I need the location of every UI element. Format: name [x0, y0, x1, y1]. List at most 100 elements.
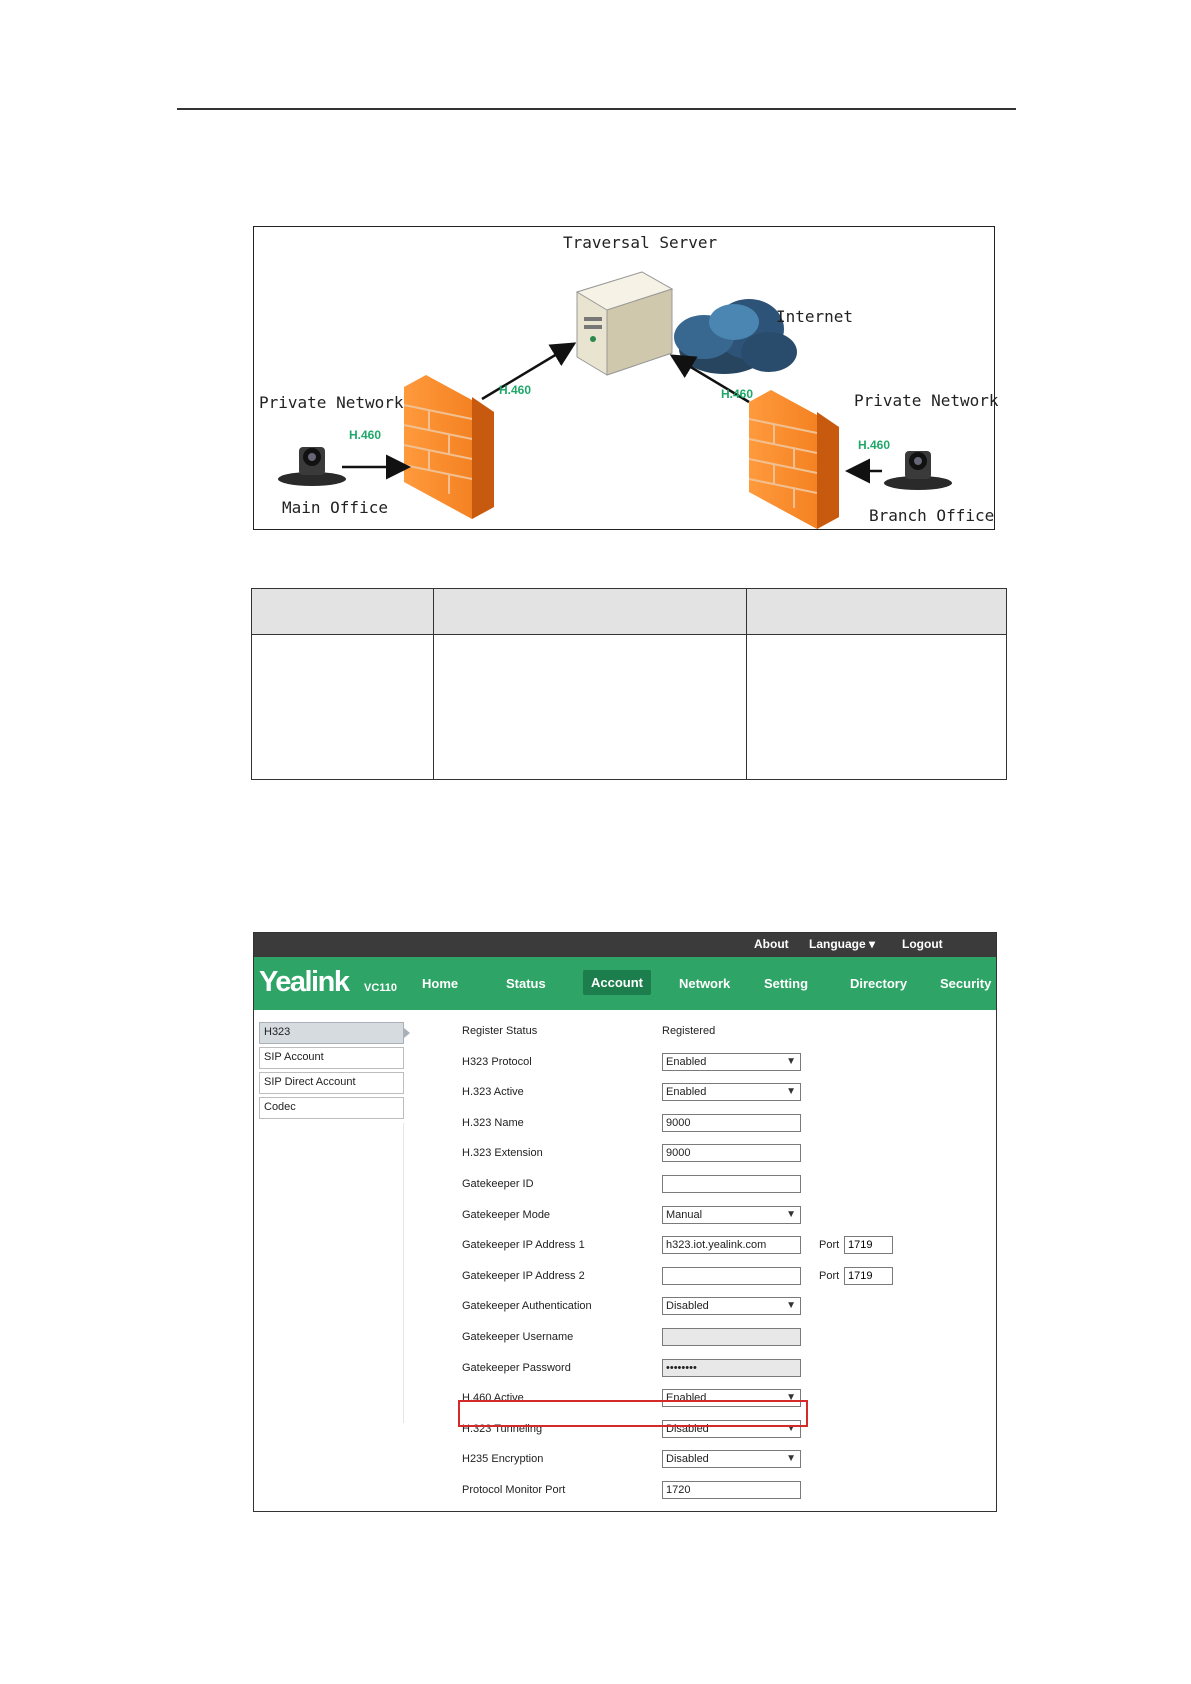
chevron-down-icon: ▼	[786, 1300, 796, 1312]
field-value: Enabled	[666, 1055, 707, 1068]
language-menu[interactable]: Language ▾	[809, 937, 876, 951]
settings-row: H.323 Name 9000	[254, 1113, 996, 1134]
field-label: H.323 Name	[462, 1116, 524, 1129]
chevron-down-icon: ▼	[786, 1086, 796, 1098]
table-column-divider	[433, 589, 434, 779]
logout-link[interactable]: Logout	[902, 937, 943, 951]
port-input[interactable]: 1719	[844, 1236, 893, 1255]
nav-network[interactable]: Network	[679, 976, 731, 991]
select-field[interactable]: Manual ▼	[662, 1205, 801, 1224]
field-label: Gatekeeper Password	[462, 1361, 571, 1374]
h460-network-diagram: Traversal Server Internet Private Networ…	[253, 226, 999, 530]
settings-row: Gatekeeper IP Address 1 h323.iot.yealink.…	[254, 1236, 996, 1256]
settings-row: H235 Encryption Disabled▼	[254, 1450, 996, 1470]
text-field[interactable]: h323.iot.yealink.com	[662, 1236, 801, 1255]
field-label: H235 Encryption	[462, 1453, 544, 1466]
chevron-down-icon: ▼	[786, 1208, 796, 1220]
text-field[interactable]: 9000	[662, 1113, 801, 1132]
chevron-down-icon: ▼	[786, 1422, 796, 1434]
port-label: Port	[819, 1269, 840, 1282]
header-rule	[177, 108, 1016, 110]
settings-row: Gatekeeper Password ••••••••	[254, 1358, 996, 1379]
protocol-label: H.460	[499, 383, 532, 397]
select-field[interactable]: Enabled ▼	[662, 1052, 801, 1071]
text-field: ••••••••	[662, 1358, 801, 1377]
main-nav: Yealink VC110 Home Status Account Networ…	[254, 957, 996, 1010]
firewall-right-icon	[748, 390, 839, 529]
field-value: Disabled	[666, 1453, 709, 1466]
nav-setting[interactable]: Setting	[764, 976, 809, 991]
text-field[interactable]	[662, 1175, 801, 1193]
settings-row: Gatekeeper Authentication Disabled ▼	[254, 1297, 996, 1317]
field-value: 9000	[666, 1116, 691, 1129]
select-field[interactable]: Enabled ▼	[662, 1083, 801, 1102]
field-value: 1720	[666, 1484, 691, 1496]
web-ui-screenshot: About Language ▾ Logout Yealink VC110 Ho…	[253, 932, 997, 1512]
settings-row: Gatekeeper ID	[254, 1175, 996, 1195]
settings-row: Register Status Registered	[254, 1022, 996, 1042]
nav-security[interactable]: Security	[940, 976, 992, 991]
h460-active-highlight	[458, 1400, 808, 1427]
sidebar-divider	[403, 1123, 404, 1423]
field-label: Protocol Monitor Port	[462, 1484, 566, 1496]
port-input[interactable]: 1719	[844, 1266, 893, 1285]
model-label: VC110	[364, 982, 398, 994]
field-label: Gatekeeper Username	[462, 1331, 574, 1343]
chevron-down-icon: ▼	[786, 1055, 796, 1067]
table-column-divider	[746, 589, 747, 779]
field-value: 9000	[666, 1147, 691, 1160]
camera-left-icon	[278, 447, 346, 486]
table-header-row	[252, 589, 1006, 635]
protocol-label: H.460	[858, 438, 891, 452]
main-office-label: Main Office	[282, 498, 388, 517]
field-label: Gatekeeper Authentication	[462, 1300, 592, 1313]
nav-home[interactable]: Home	[422, 976, 459, 991]
nav-directory[interactable]: Directory	[850, 976, 908, 991]
field-label: H.323 Active	[462, 1086, 524, 1099]
top-bar: About Language ▾ Logout	[254, 933, 996, 957]
text-field[interactable]: 9000	[662, 1144, 801, 1163]
sidebar-item-sip-account[interactable]: SIP Account	[259, 1047, 404, 1069]
internet-cloud-icon	[674, 299, 797, 374]
select-field[interactable]: Disabled▼	[662, 1450, 801, 1469]
private-network-left-label: Private Network	[259, 393, 404, 412]
chevron-down-icon: ▼	[786, 1392, 796, 1404]
settings-row: Gatekeeper Mode Manual ▼	[254, 1205, 996, 1226]
settings-row: H323 Protocol Enabled ▼	[254, 1052, 996, 1073]
traversal-server-label: Traversal Server	[563, 233, 718, 252]
sidebar-item-h323[interactable]: H323	[259, 1022, 410, 1044]
settings-row: H.323 Active Enabled ▼	[254, 1083, 996, 1103]
text-field[interactable]: 1720	[662, 1481, 801, 1499]
select-field[interactable]: Disabled ▼	[662, 1297, 801, 1316]
protocol-label: H.460	[349, 428, 382, 442]
nav-status[interactable]: Status	[506, 976, 546, 991]
field-label: Gatekeeper IP Address 1	[462, 1239, 585, 1252]
sidebar-item-codec[interactable]: Codec	[259, 1097, 404, 1119]
firewall-left-icon	[403, 375, 494, 519]
private-network-right-label: Private Network	[854, 391, 999, 410]
branch-office-label: Branch Office	[869, 506, 995, 525]
field-label: Gatekeeper Mode	[462, 1208, 551, 1221]
status-value: Registered	[662, 1025, 716, 1037]
camera-right-icon	[884, 451, 952, 490]
field-value: Disabled	[666, 1300, 709, 1313]
text-field[interactable]	[662, 1266, 801, 1285]
text-field	[662, 1328, 801, 1346]
field-label: H323 Protocol	[462, 1055, 532, 1068]
internet-label: Internet	[776, 307, 854, 326]
nav-account[interactable]: Account	[583, 970, 651, 995]
server-icon	[575, 271, 674, 376]
sidebar-item-sip-direct-account[interactable]: SIP Direct Account	[259, 1072, 404, 1094]
about-link[interactable]: About	[754, 937, 789, 951]
field-label: Gatekeeper ID	[462, 1178, 534, 1190]
port-label: Port	[819, 1239, 840, 1252]
protocol-label: H.460	[721, 387, 754, 401]
field-label: Gatekeeper IP Address 2	[462, 1269, 585, 1282]
field-value: Manual	[666, 1208, 703, 1221]
settings-row: Gatekeeper Username	[254, 1328, 996, 1348]
field-label: Register Status	[462, 1025, 538, 1037]
settings-row: Gatekeeper IP Address 2 Port 1719	[254, 1266, 996, 1287]
field-value: h323.iot.yealink.com	[666, 1239, 767, 1252]
field-value: Enabled	[666, 1086, 707, 1099]
